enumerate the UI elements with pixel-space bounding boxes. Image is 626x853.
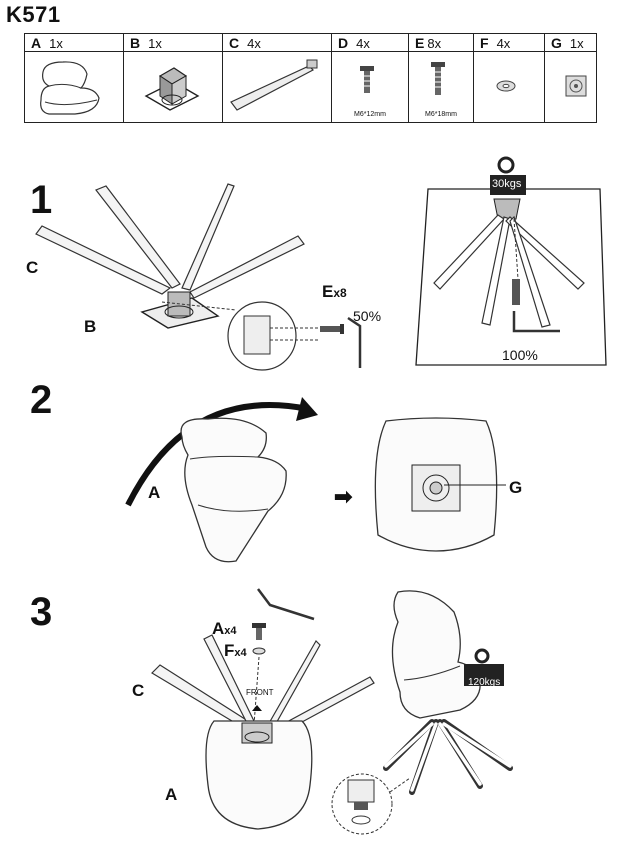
swivel-plate-icon xyxy=(123,51,223,123)
step-3-load-label: 120kgs xyxy=(468,677,501,688)
screw-e-spec: M6*18mm xyxy=(425,111,457,118)
step-2-label-a: A xyxy=(148,483,161,502)
screw-d-spec: M6*12mm xyxy=(354,111,386,118)
step-3-label-f: Fx4 xyxy=(224,641,247,660)
step-3-label-a: Ax4 xyxy=(212,619,237,638)
step-2-flip-seat-illustration xyxy=(125,397,318,563)
step-3-finished-chair-illustration xyxy=(331,590,513,835)
step-3-number: 3 xyxy=(30,590,53,634)
chair-seat-icon xyxy=(24,51,124,123)
step-2-label-g: G xyxy=(509,478,523,497)
step-3-label-a2: A xyxy=(165,785,178,804)
step-1-label-c: C xyxy=(26,258,39,277)
screw-e-icon: M6*18mm xyxy=(408,51,474,123)
washer-icon xyxy=(473,51,545,123)
leg-icon xyxy=(222,51,332,123)
step-1-tighten-100: 100% xyxy=(502,347,538,363)
document-title: K571 xyxy=(6,2,61,27)
step-2-seat-bottom-illustration xyxy=(374,417,506,552)
step-1-number: 1 xyxy=(30,178,53,222)
arrow-right-icon: ➡ xyxy=(334,484,353,509)
step-2-number: 2 xyxy=(30,378,53,422)
step-1-label-b: B xyxy=(84,317,97,336)
step-3-label-c: C xyxy=(132,681,145,700)
step-3-front-label: FRONT xyxy=(246,688,274,697)
step-1-label-e: Ex8 xyxy=(322,282,347,301)
step-1-load-label: 30kgs xyxy=(492,178,522,190)
screw-d-icon: M6*12mm xyxy=(331,51,409,123)
sticker-icon xyxy=(544,51,597,123)
step-1-flip-illustration xyxy=(415,156,607,366)
step-1-base-illustration xyxy=(35,183,362,371)
step-3-attach-base-illustration xyxy=(151,588,375,830)
step-1-tighten-50: 50% xyxy=(353,308,382,324)
